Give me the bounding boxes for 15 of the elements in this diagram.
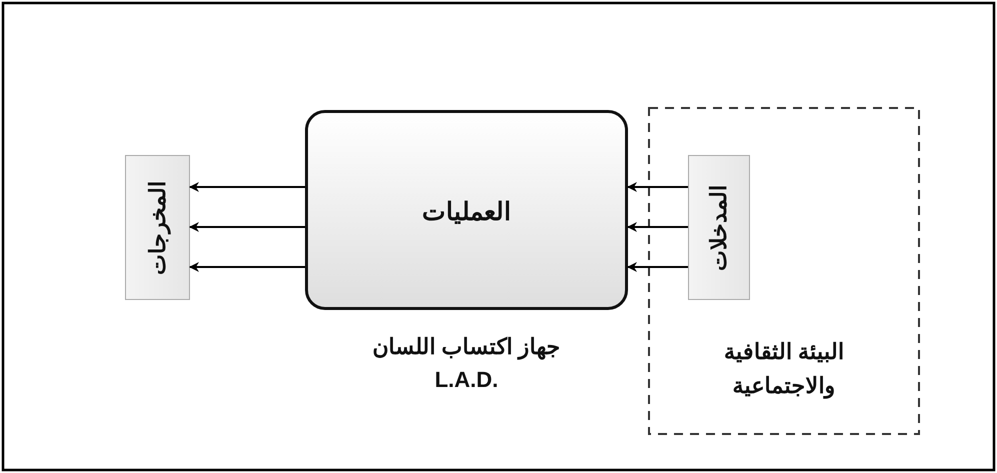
caption-text: L.A.D. [434,367,500,393]
arrow [189,262,305,272]
caption-text: جهاز اكتساب اللسان [371,334,562,360]
vertical-box [688,155,750,300]
vertical-box [125,155,190,300]
region-label: البيئة الثقافية والاجتماعية [722,338,846,401]
arrow [627,262,688,272]
arrow [189,182,305,192]
box-title: العمليات [421,197,512,227]
process-box [305,110,628,310]
vertical-label: المدخلات [706,184,732,270]
arrow [627,222,688,232]
arrow [189,222,305,232]
arrow [627,182,688,192]
vertical-label: المخرجات [144,180,170,274]
